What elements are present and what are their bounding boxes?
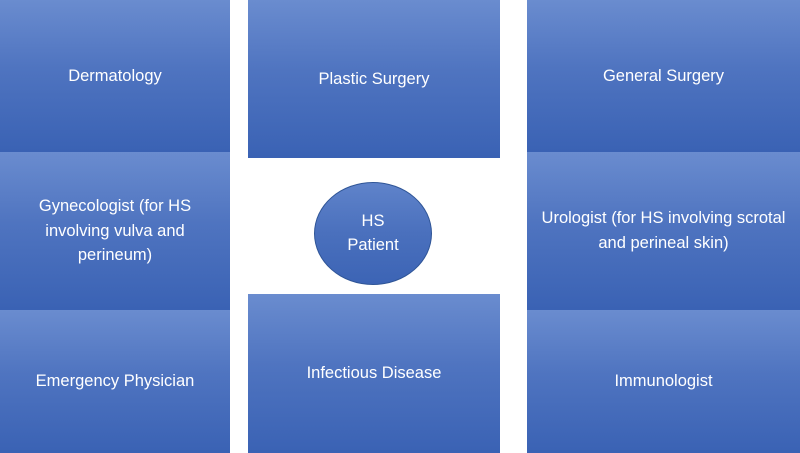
box-dermatology: Dermatology xyxy=(0,0,230,152)
box-label: Infectious Disease xyxy=(306,364,442,383)
box-label: Dermatology xyxy=(68,66,162,85)
box-emergency-physician: Emergency Physician xyxy=(0,310,230,453)
box-plastic-surgery: Plastic Surgery xyxy=(248,0,500,158)
box-label: Urologist (for HS involving scrotal and … xyxy=(541,209,786,252)
box-infectious-disease: Infectious Disease xyxy=(248,294,500,453)
circle-label: HS Patient xyxy=(347,212,399,254)
center-circle-hs-patient: HS Patient xyxy=(314,182,432,285)
box-label: Gynecologist (for HS involving vulva and… xyxy=(38,196,192,265)
box-immunologist: Immunologist xyxy=(527,310,800,453)
box-label: Immunologist xyxy=(614,372,713,391)
box-general-surgery: General Surgery xyxy=(527,0,800,152)
box-gynecologist: Gynecologist (for HS involving vulva and… xyxy=(0,152,230,310)
box-label: Emergency Physician xyxy=(35,372,195,391)
box-urologist: Urologist (for HS involving scrotal and … xyxy=(527,152,800,310)
box-label: Plastic Surgery xyxy=(318,69,430,88)
box-label: General Surgery xyxy=(602,66,725,85)
